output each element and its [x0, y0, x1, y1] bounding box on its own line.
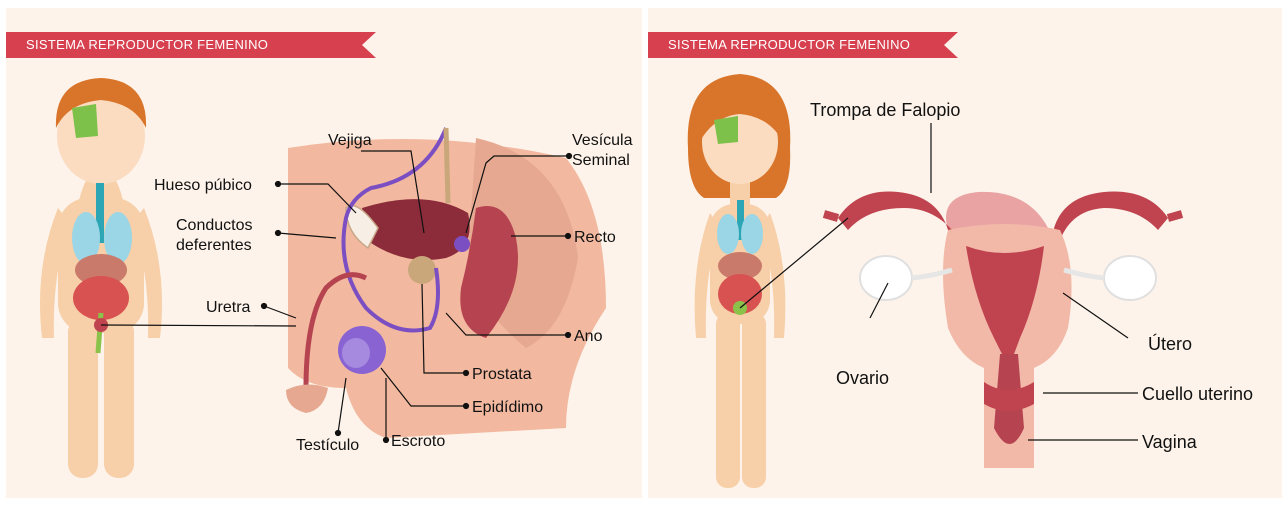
- label-testiculo: Testículo: [296, 437, 359, 454]
- label-ovario: Ovario: [836, 368, 889, 388]
- label-ano: Ano: [574, 328, 603, 345]
- female-panel: SISTEMA REPRODUCTOR FEMENINO: [648, 8, 1282, 498]
- label-hueso-pubico: Hueso púbico: [154, 177, 252, 194]
- label-utero: Útero: [1148, 333, 1192, 354]
- label-vesicula-line1: Vesícula: [572, 132, 633, 149]
- female-diagram: Trompa de Falopio Ovario Útero Cuello ut…: [648, 8, 1282, 498]
- label-vejiga: Vejiga: [328, 132, 372, 149]
- male-diagram: Vejiga Vesícula Seminal Hueso púbico Con…: [6, 8, 642, 498]
- male-pelvis-illustration: [286, 128, 606, 438]
- label-vagina: Vagina: [1142, 432, 1198, 452]
- label-conductos-line2: deferentes: [176, 237, 252, 254]
- label-epididimo: Epidídimo: [472, 399, 543, 416]
- label-cuello-uterino: Cuello uterino: [1142, 384, 1253, 404]
- label-recto: Recto: [574, 229, 616, 246]
- label-escroto: Escroto: [391, 433, 445, 450]
- girl-figure: [688, 74, 791, 488]
- uterus-illustration: [824, 192, 1182, 468]
- label-conductos-line1: Conductos: [176, 217, 253, 234]
- male-panel: SISTEMA REPRODUCTOR FEMENINO: [6, 8, 642, 498]
- label-vesicula-line2: Seminal: [572, 152, 630, 169]
- label-trompa: Trompa de Falopio: [810, 100, 960, 120]
- boy-figure: [40, 78, 162, 478]
- female-leader-lines: [740, 123, 1138, 440]
- label-prostata: Prostata: [472, 366, 532, 383]
- label-uretra: Uretra: [206, 299, 251, 316]
